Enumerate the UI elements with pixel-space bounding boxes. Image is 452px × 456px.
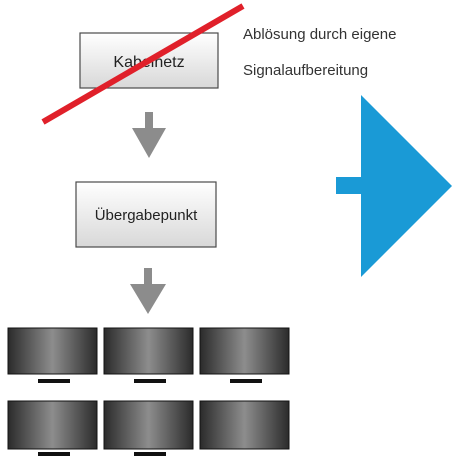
screen — [7, 400, 98, 450]
screen-stand — [134, 452, 166, 456]
big-arrow-right — [336, 95, 452, 277]
screen — [199, 400, 290, 450]
screen-stand — [38, 452, 70, 456]
caption-line-1: Ablösung durch eigene — [243, 26, 396, 43]
screen — [199, 327, 290, 375]
screen-wall — [7, 327, 290, 456]
screen — [103, 400, 194, 450]
screen-stand — [230, 379, 262, 383]
flow-arrow-down-2 — [130, 268, 166, 314]
caption-line-2: Signalaufbereitung — [243, 62, 368, 79]
cross-out-line — [41, 3, 245, 125]
flow-arrow-down-1 — [132, 112, 166, 158]
screen-stand — [134, 379, 166, 383]
screen — [103, 327, 194, 375]
uebergabepunkt-box: Übergabepunkt — [75, 181, 217, 248]
uebergabepunkt-label: Übergabepunkt — [95, 206, 198, 224]
screen — [7, 327, 98, 375]
screen-stand — [38, 379, 70, 383]
